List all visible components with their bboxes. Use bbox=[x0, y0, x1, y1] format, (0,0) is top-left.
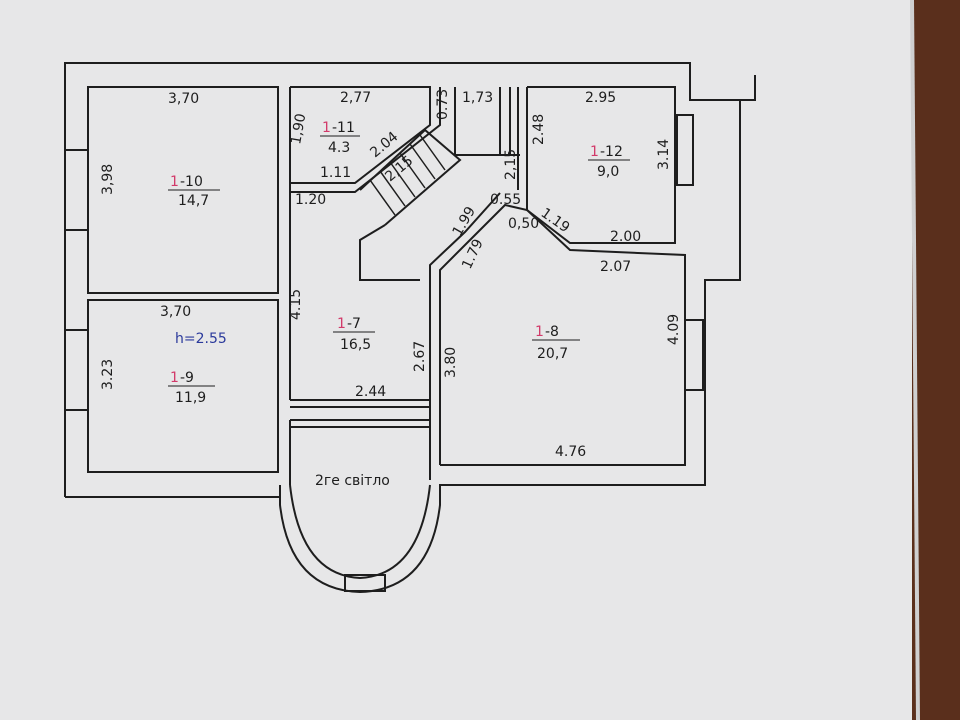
dim: 4.09 bbox=[666, 314, 682, 345]
dim: 0.55 bbox=[490, 192, 521, 208]
room-id: -7 bbox=[347, 316, 361, 332]
room-prefix: 1 bbox=[535, 324, 544, 340]
room-area: 9,0 bbox=[597, 164, 619, 180]
room-prefix: 1 bbox=[170, 174, 179, 190]
dim: 3,98 bbox=[100, 164, 116, 195]
room-area: 11,9 bbox=[175, 390, 206, 406]
room-prefix: 1 bbox=[337, 316, 346, 332]
room-area: 16,5 bbox=[340, 337, 371, 353]
dim: 1.11 bbox=[320, 165, 351, 181]
room-area: 4.3 bbox=[328, 140, 350, 156]
room-id: -10 bbox=[180, 174, 203, 190]
dim: 3,70 bbox=[160, 304, 191, 320]
dim: 2.00 bbox=[610, 229, 641, 245]
dim: 2,15 bbox=[503, 149, 519, 180]
dim: 1,90 bbox=[288, 112, 309, 145]
dim: 2.07 bbox=[600, 259, 631, 275]
room-prefix: 1 bbox=[590, 144, 599, 160]
dim: 0.73 bbox=[435, 89, 451, 120]
dim: 2.48 bbox=[531, 114, 547, 145]
dim: 3.23 bbox=[100, 359, 116, 390]
second-light-label: 2ге світло bbox=[315, 473, 390, 489]
dim: 2.44 bbox=[355, 384, 386, 400]
dim: 2.67 bbox=[412, 341, 428, 372]
dim: 3.80 bbox=[443, 347, 459, 378]
dim: 1,73 bbox=[462, 90, 493, 106]
room-prefix: 1 bbox=[170, 370, 179, 386]
room-area: 14,7 bbox=[178, 193, 209, 209]
dim: 3,70 bbox=[168, 91, 199, 107]
room-prefix: 1 bbox=[322, 120, 331, 136]
dim: 2,77 bbox=[340, 90, 371, 106]
dim: 4.76 bbox=[555, 444, 586, 460]
dim: 3.14 bbox=[656, 139, 672, 170]
room-area: 20,7 bbox=[537, 346, 568, 362]
room-id: -12 bbox=[600, 144, 623, 160]
room-id: -9 bbox=[180, 370, 194, 386]
dim: 4.15 bbox=[288, 289, 304, 320]
wood-edge bbox=[912, 0, 960, 720]
room-id: -11 bbox=[332, 120, 355, 136]
dim: 0,50 bbox=[508, 216, 539, 232]
ceiling-height: h=2.55 bbox=[175, 331, 227, 347]
dim: 2.95 bbox=[585, 90, 616, 106]
walls bbox=[64, 62, 756, 594]
room-id: -8 bbox=[545, 324, 559, 340]
dim: 1.20 bbox=[295, 192, 326, 208]
